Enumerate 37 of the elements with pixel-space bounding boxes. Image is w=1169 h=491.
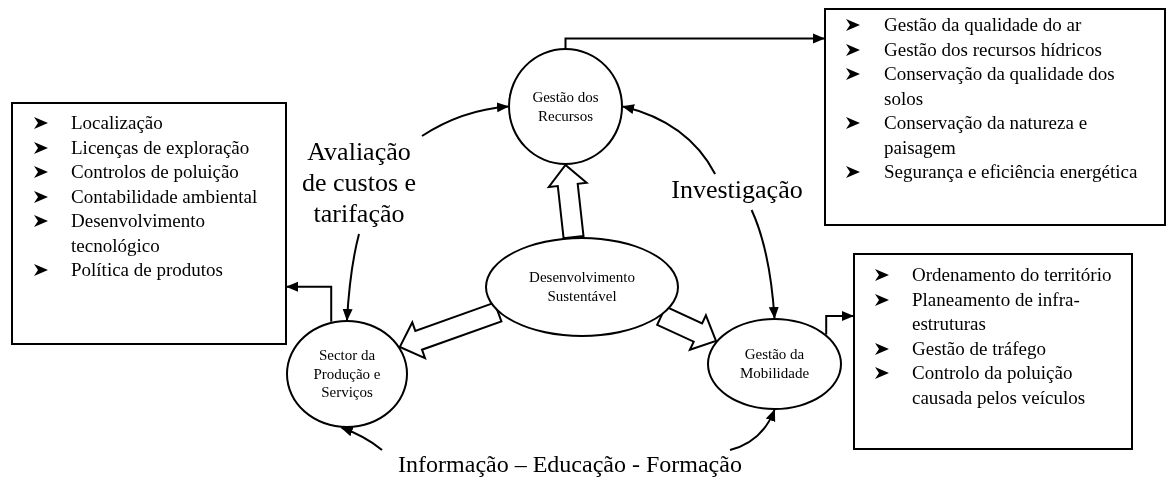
- arrow: [564, 33, 825, 49]
- list-item-text: Segurança e eficiência energética: [884, 160, 1138, 184]
- arrow: [750, 209, 779, 319]
- arrow: [729, 409, 776, 451]
- node-label: Sector da Produção e Serviços: [312, 345, 382, 403]
- list-item-text: Gestão dos recursos hídricos: [884, 37, 1102, 62]
- arrow: [825, 311, 854, 336]
- list-item-text: Controlos de poluição: [71, 160, 239, 184]
- arrow: [340, 426, 383, 451]
- list-item-text: Política de produtos: [71, 258, 223, 282]
- flow-label: Avaliação de custos e tarifação: [296, 136, 422, 230]
- arrow: [342, 233, 360, 321]
- node-label: Desenvolvimento Sustentável: [528, 268, 636, 306]
- list-item-text: Conservação da qualidade dos solos: [884, 62, 1116, 111]
- list-item-text: Ordenamento do território: [912, 263, 1112, 287]
- list-item-text: Localização: [71, 111, 163, 135]
- arrow: [421, 102, 509, 137]
- list-box: [824, 8, 1166, 226]
- list-item-text: Desenvolvimento tecnológico: [71, 209, 207, 258]
- list-item-text: Gestão da qualidade do ar: [884, 13, 1082, 37]
- list-item-text: Contabilidade ambiental: [71, 184, 258, 209]
- list-box: [853, 253, 1133, 450]
- list-item-text: Planeamento de infra-estruturas: [912, 287, 1081, 336]
- block-arrow: [655, 305, 718, 352]
- list-item-text: Gestão de tráfego: [912, 336, 1046, 361]
- list-item-text: Licenças de exploração: [71, 135, 250, 160]
- list-item-text: Controlo da poluição causada pelos veículos: [912, 361, 1087, 410]
- node-label: Gestão da Mobilidade: [738, 345, 811, 383]
- block-arrow: [546, 163, 590, 240]
- arrow: [622, 104, 717, 175]
- flow-label: Investigação: [664, 174, 810, 206]
- node-label: Gestão dos Recursos: [531, 87, 600, 126]
- list-box: [11, 102, 287, 345]
- flow-label: Informação – Educação - Formação: [370, 450, 770, 479]
- arrow: [286, 281, 333, 323]
- list-item-text: Conservação da natureza e paisagem: [884, 111, 1089, 160]
- block-arrow: [398, 301, 503, 361]
